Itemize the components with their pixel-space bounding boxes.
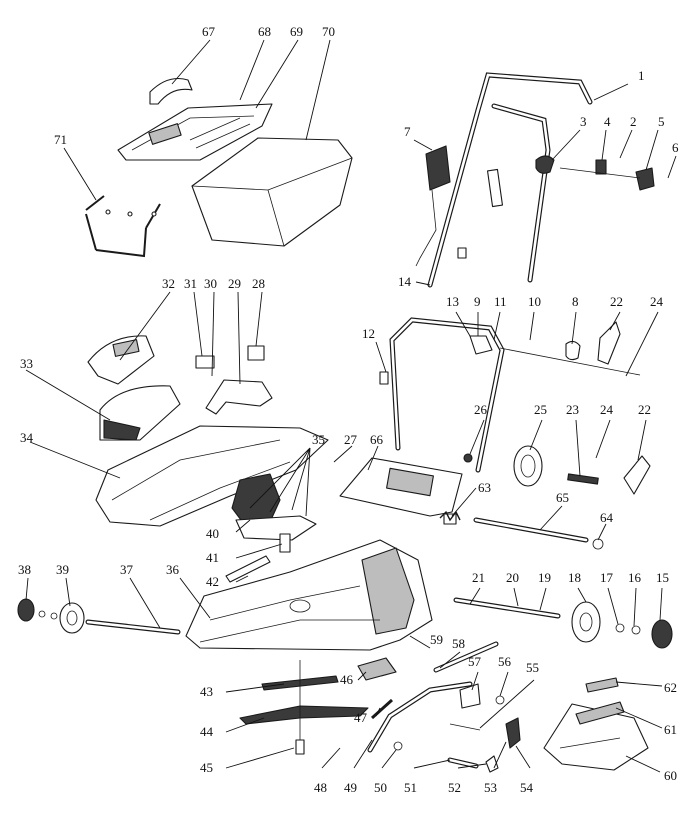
callout-34: 34 — [20, 430, 34, 445]
callout-65: 65 — [556, 490, 569, 505]
callout-39: 39 — [56, 562, 69, 577]
motor — [231, 473, 317, 553]
callout-18: 18 — [568, 570, 581, 585]
callout-60: 60 — [664, 768, 677, 783]
callout-55: 55 — [526, 660, 539, 675]
callout-59: 59 — [430, 632, 443, 647]
callout-49: 49 — [344, 780, 357, 795]
callout-2: 2 — [630, 114, 637, 129]
callout-44: 44 — [200, 724, 214, 739]
callout-71: 71 — [54, 132, 67, 147]
callout-48: 48 — [314, 780, 327, 795]
carry-handle — [195, 345, 273, 415]
lower-handle — [379, 317, 641, 473]
callout-58: 58 — [452, 636, 465, 651]
flap-spring — [439, 510, 461, 522]
callout-46: 46 — [340, 672, 354, 687]
lid-handle — [149, 77, 193, 105]
callout-11: 11 — [494, 294, 507, 309]
callout-27: 27 — [344, 432, 358, 447]
handle-knobs — [486, 155, 655, 208]
callout-1: 1 — [638, 68, 645, 83]
callout-8: 8 — [572, 294, 579, 309]
mower-deck — [185, 539, 433, 651]
callout-66: 66 — [370, 432, 384, 447]
callout-25: 25 — [534, 402, 547, 417]
callout-54: 54 — [520, 780, 534, 795]
callout-labels: 1 2 3 4 5 6 7 8 9 10 11 12 13 14 15 16 1… — [18, 24, 679, 795]
callout-29: 29 — [228, 276, 241, 291]
flap-rod — [473, 517, 604, 550]
rear-axle-wheels — [453, 597, 673, 649]
leader-lines — [25, 39, 677, 773]
callout-62: 62 — [664, 680, 677, 695]
callout-42: 42 — [206, 574, 219, 589]
callout-15: 15 — [656, 570, 669, 585]
callout-6: 6 — [672, 140, 679, 155]
callout-47: 47 — [354, 710, 368, 725]
callout-45: 45 — [200, 760, 213, 775]
callout-57: 57 — [468, 654, 482, 669]
callout-38: 38 — [18, 562, 31, 577]
callout-68: 68 — [258, 24, 271, 39]
callout-37: 37 — [120, 562, 134, 577]
height-adjuster-parts — [463, 445, 651, 495]
callout-24-lower: 24 — [600, 402, 614, 417]
callout-7: 7 — [404, 124, 411, 139]
callout-16: 16 — [628, 570, 642, 585]
callout-41: 41 — [206, 550, 219, 565]
callout-17: 17 — [600, 570, 614, 585]
callout-10: 10 — [528, 294, 541, 309]
callout-31: 31 — [184, 276, 197, 291]
callout-21: 21 — [472, 570, 485, 585]
callout-63: 63 — [478, 480, 491, 495]
callout-14: 14 — [398, 274, 412, 289]
callout-24-upper: 24 — [650, 294, 664, 309]
callout-30: 30 — [204, 276, 217, 291]
callout-64: 64 — [600, 510, 614, 525]
top-cover — [87, 335, 329, 527]
callout-22-upper: 22 — [610, 294, 623, 309]
callout-36: 36 — [166, 562, 180, 577]
callout-61: 61 — [664, 722, 677, 737]
grass-bag — [191, 137, 353, 247]
callout-40: 40 — [206, 526, 219, 541]
upper-handle — [427, 72, 593, 288]
callout-70: 70 — [322, 24, 335, 39]
callout-20: 20 — [506, 570, 519, 585]
callout-22-lower: 22 — [638, 402, 651, 417]
callout-69: 69 — [290, 24, 303, 39]
rear-flap — [339, 457, 463, 525]
callout-67: 67 — [202, 24, 216, 39]
grass-bag-lid — [117, 103, 273, 161]
callout-26: 26 — [474, 402, 488, 417]
callout-4: 4 — [604, 114, 611, 129]
callout-33: 33 — [20, 356, 33, 371]
blade-assembly — [239, 660, 369, 755]
callout-43: 43 — [200, 684, 213, 699]
bag-frame — [85, 195, 161, 258]
callout-56: 56 — [498, 654, 512, 669]
callout-32: 32 — [162, 276, 175, 291]
callout-52: 52 — [448, 780, 461, 795]
callout-5: 5 — [658, 114, 665, 129]
callout-28: 28 — [252, 276, 265, 291]
callout-35: 35 — [312, 432, 325, 447]
rear-guard — [543, 677, 649, 771]
callout-12: 12 — [362, 326, 375, 341]
height-lever-assembly — [357, 641, 521, 773]
callout-50: 50 — [374, 780, 387, 795]
callout-3: 3 — [580, 114, 587, 129]
callout-53: 53 — [484, 780, 497, 795]
callout-23: 23 — [566, 402, 579, 417]
callout-9: 9 — [474, 294, 481, 309]
callout-19: 19 — [538, 570, 551, 585]
brush-strip — [225, 555, 271, 583]
callout-13: 13 — [446, 294, 459, 309]
front-axle-wheels — [17, 598, 181, 635]
switch-box — [415, 145, 467, 267]
callout-51: 51 — [404, 780, 417, 795]
